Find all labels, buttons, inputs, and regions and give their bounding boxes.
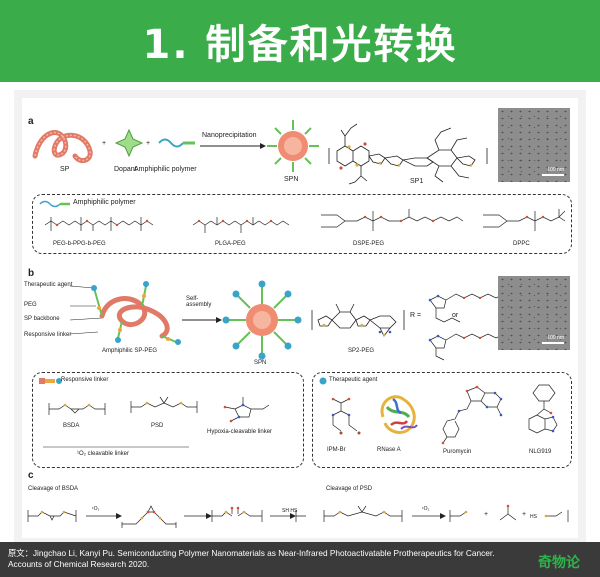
amphiphilic-polymer-icon: [158, 138, 195, 148]
title-banner: 1. 制备和光转换: [0, 0, 600, 82]
therapeutic-agent-box: Therapeutic agent IPM-Br RNase A: [312, 372, 572, 468]
cleavage-bsda-label: Cleavage of BSDA: [28, 486, 79, 492]
arrow-icon: [182, 317, 222, 323]
responsive-linker-box: Responsive linker BSDA PSD Hypoxia-cleav…: [32, 372, 304, 468]
nanoprecipitation-label: Nanoprecipitation: [202, 132, 257, 139]
self-assembly-label: Self- assembly: [186, 296, 212, 308]
spn-nanoparticle-icon: [267, 120, 319, 172]
agent-name-0: IPM-Br: [327, 447, 346, 453]
amphiphilic-sp-peg-label: Amphiphilic SP-PEG: [102, 348, 158, 354]
r-equals-label: R =: [410, 312, 422, 319]
sp2-peg-label: SP2-PEG: [348, 348, 375, 354]
singlet-oxygen-label-1: ¹O₂: [92, 506, 100, 512]
panel-a-label: a: [28, 116, 34, 127]
ipm-br-structure: [331, 397, 361, 435]
scale-bar: [542, 342, 564, 344]
footer: 原文：Jingchao Li, Kanyi Pu. Semiconducting…: [0, 542, 600, 577]
responsive-linker-icon: [39, 378, 62, 384]
hypoxia-linker-structure: [223, 397, 270, 423]
plus-sign-c1: +: [484, 511, 489, 518]
therapeutic-agent-title: Therapeutic agent: [329, 377, 378, 383]
agent-name-2: Puromycin: [443, 449, 472, 455]
agent-name-1: RNase A: [377, 447, 401, 453]
linker-name-1: PSD: [151, 423, 164, 429]
tem-image-a: 100 nm: [498, 108, 570, 182]
scale-bar: [542, 174, 564, 176]
r-group-structures: [428, 293, 505, 361]
psd-structure: [130, 396, 198, 413]
polymer-name-3: DPPC: [513, 241, 530, 247]
bracket-line: [43, 446, 189, 448]
nlg919-structure: [528, 384, 558, 434]
scale-bar-label: 100 nm: [547, 335, 564, 341]
sp-label: SP: [60, 166, 70, 173]
plga-peg-structure: [192, 217, 290, 233]
panel-b-label: b: [28, 268, 35, 279]
dppc-structure: [483, 209, 566, 231]
hs-label: HS: [530, 514, 537, 520]
brand-logo: 奇物论: [538, 555, 580, 571]
tem-image-b: 100 nm: [498, 276, 570, 350]
sp-backbone-label: SP backbone: [24, 316, 60, 322]
scale-bar-label: 100 nm: [547, 167, 564, 173]
or-label: or: [452, 312, 459, 319]
sp-chain-illustration: [32, 130, 93, 164]
sp1-label: SP1: [410, 178, 424, 185]
agent-name-3: NLG919: [529, 449, 552, 455]
rnase-a-protein-icon: [380, 395, 418, 434]
linker-name-0: BSDA: [63, 423, 80, 429]
spn-label: SPN: [284, 176, 299, 183]
polymer-name-2: DSPE-PEG: [353, 241, 385, 247]
plus-sign-c2: +: [522, 511, 527, 518]
amphiphilic-sp-peg-illustration: [69, 281, 181, 345]
singlet-oxygen-label-2: ¹O₂: [422, 506, 430, 512]
cleavage-psd-label: Cleavage of PSD: [326, 486, 373, 492]
dopant-label: Dopant: [114, 166, 137, 173]
therapeutic-agent-label: Therapeutic agent: [24, 282, 73, 288]
amphiphilic-polymer-box: Amphiphilic polymer PEG-b-PPG-b-PEG PLGA…: [32, 194, 572, 254]
responsive-linker-title: Responsive linker: [61, 377, 109, 383]
polymer-name-1: PLGA-PEG: [215, 241, 246, 247]
puromycin-structure: [441, 385, 503, 445]
singlet-oxygen-cleavable-label: ¹O₂ cleavable linker: [77, 451, 130, 457]
linker-name-2: Hypoxia-cleavable linker: [207, 429, 273, 435]
sp2-peg-structure: [311, 303, 405, 337]
therapeutic-agent-dot-icon: [319, 377, 327, 385]
bsda-structure: [48, 403, 106, 415]
sp1-structure: [328, 123, 488, 185]
bsda-cleavage-scheme: [27, 505, 306, 528]
plus-sign: +: [102, 140, 107, 147]
spn-b-label: SPN: [254, 360, 267, 366]
dspe-peg-structure: [321, 209, 464, 231]
citation-text: 原文：Jingchao Li, Kanyi Pu. Semiconducting…: [8, 548, 495, 569]
peg-label: PEG: [24, 302, 37, 308]
plus-sign-2: +: [146, 140, 151, 147]
page-title: 1. 制备和光转换: [142, 22, 458, 68]
amphiphilic-polymer-label: Amphiphilic polymer: [134, 166, 197, 173]
arrow-icon: [200, 143, 266, 149]
psd-cleavage-scheme: [323, 504, 569, 522]
amphiphilic-polymer-icon: [39, 200, 70, 208]
responsive-linker-label: Responsive linker: [24, 332, 72, 338]
figure: a SP + Dopant + Amphiphilic polymer Nano…: [22, 98, 578, 538]
amphiphilic-polymer-title: Amphiphilic polymer: [73, 199, 136, 206]
spn-nanoparticle-b-icon: [222, 280, 302, 360]
peg-ppg-peg-structure: [44, 217, 154, 231]
dopant-icon: [114, 128, 144, 158]
panel-c-label: c: [28, 470, 34, 481]
sh-hs-label: SH HS: [282, 508, 298, 514]
polymer-name-0: PEG-b-PPG-b-PEG: [53, 241, 106, 247]
